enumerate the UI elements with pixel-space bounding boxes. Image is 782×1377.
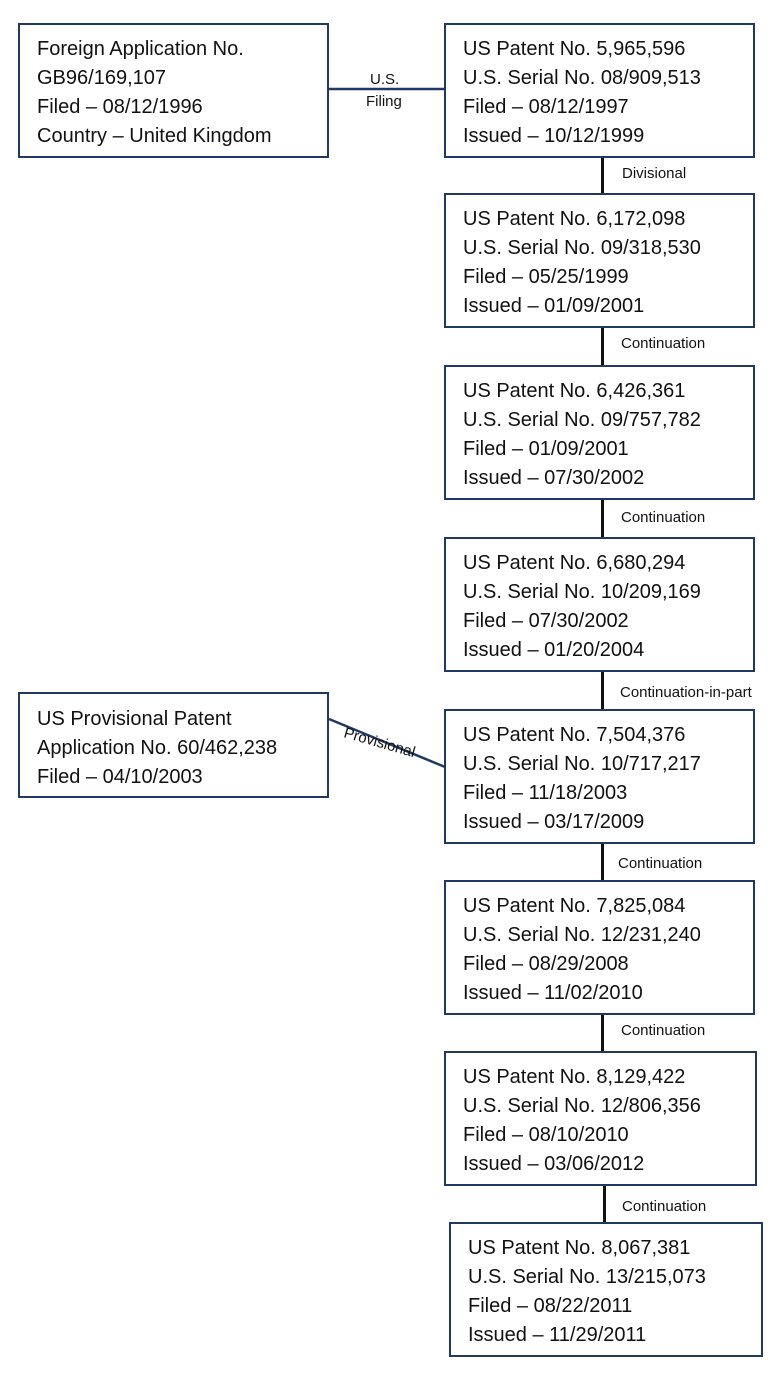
serial-number: U.S. Serial No. 08/909,513 (463, 64, 701, 93)
us-filing-label-line2: Filing (366, 93, 402, 111)
issued-date: Issued – 03/06/2012 (463, 1150, 644, 1179)
patent-number: US Patent No. 6,172,098 (463, 205, 685, 234)
patent-box-8129422: US Patent No. 8,129,422 U.S. Serial No. … (444, 1051, 757, 1186)
chain-connector (601, 672, 604, 709)
serial-number: U.S. Serial No. 10/209,169 (463, 578, 701, 607)
chain-connector (601, 844, 604, 880)
issued-date: Issued – 11/02/2010 (463, 979, 643, 1008)
serial-number: U.S. Serial No. 09/757,782 (463, 406, 701, 435)
patent-number: US Patent No. 5,965,596 (463, 35, 685, 64)
serial-number: U.S. Serial No. 09/318,530 (463, 234, 701, 263)
patent-box-8067381: US Patent No. 8,067,381 U.S. Serial No. … (449, 1222, 763, 1357)
issued-date: Issued – 11/29/2011 (468, 1321, 646, 1350)
chain-link-label: Continuation (621, 335, 705, 353)
chain-link-label: Continuation (618, 855, 702, 873)
chain-connector (601, 1015, 604, 1051)
patent-box-7504376: US Patent No. 7,504,376 U.S. Serial No. … (444, 709, 755, 844)
serial-number: U.S. Serial No. 12/806,356 (463, 1092, 701, 1121)
filed-date: Filed – 08/12/1997 (463, 93, 629, 122)
patent-box-5965596: US Patent No. 5,965,596 U.S. Serial No. … (444, 23, 755, 158)
filed-date: Filed – 05/25/1999 (463, 263, 629, 292)
filed-date: Filed – 07/30/2002 (463, 607, 629, 636)
issued-date: Issued – 03/17/2009 (463, 808, 644, 837)
issued-date: Issued – 10/12/1999 (463, 122, 644, 151)
serial-number: U.S. Serial No. 12/231,240 (463, 921, 701, 950)
issued-date: Issued – 07/30/2002 (463, 464, 644, 493)
provisional-link-label: Provisional (342, 725, 417, 762)
filed-date: Filed – 08/10/2010 (463, 1121, 629, 1150)
patent-box-6680294: US Patent No. 6,680,294 U.S. Serial No. … (444, 537, 755, 672)
chain-connector (601, 328, 604, 365)
patent-number: US Patent No. 6,680,294 (463, 549, 685, 578)
serial-number: U.S. Serial No. 13/215,073 (468, 1263, 706, 1292)
patent-box-6426361: US Patent No. 6,426,361 U.S. Serial No. … (444, 365, 755, 500)
patent-box-6172098: US Patent No. 6,172,098 U.S. Serial No. … (444, 193, 755, 328)
filed-date: Filed – 11/18/2003 (463, 779, 627, 808)
filed-date: Filed – 01/09/2001 (463, 435, 629, 464)
chain-connector (601, 158, 604, 193)
serial-number: U.S. Serial No. 10/717,217 (463, 750, 701, 779)
us-filing-label-line1: U.S. (370, 71, 399, 89)
issued-date: Issued – 01/20/2004 (463, 636, 644, 665)
patent-number: US Patent No. 7,825,084 (463, 892, 685, 921)
chain-connector (601, 500, 604, 537)
chain-link-label: Divisional (622, 165, 686, 183)
patent-box-7825084: US Patent No. 7,825,084 U.S. Serial No. … (444, 880, 755, 1015)
chain-connector (603, 1186, 606, 1222)
patent-number: US Patent No. 7,504,376 (463, 721, 685, 750)
patent-number: US Patent No. 8,067,381 (468, 1234, 690, 1263)
chain-link-label: Continuation (621, 509, 705, 527)
issued-date: Issued – 01/09/2001 (463, 292, 644, 321)
patent-number: US Patent No. 6,426,361 (463, 377, 685, 406)
filed-date: Filed – 08/22/2011 (468, 1292, 632, 1321)
chain-link-label: Continuation (621, 1022, 705, 1040)
chain-link-label: Continuation-in-part (620, 684, 752, 702)
patent-number: US Patent No. 8,129,422 (463, 1063, 685, 1092)
filed-date: Filed – 08/29/2008 (463, 950, 629, 979)
chain-link-label: Continuation (622, 1198, 706, 1216)
